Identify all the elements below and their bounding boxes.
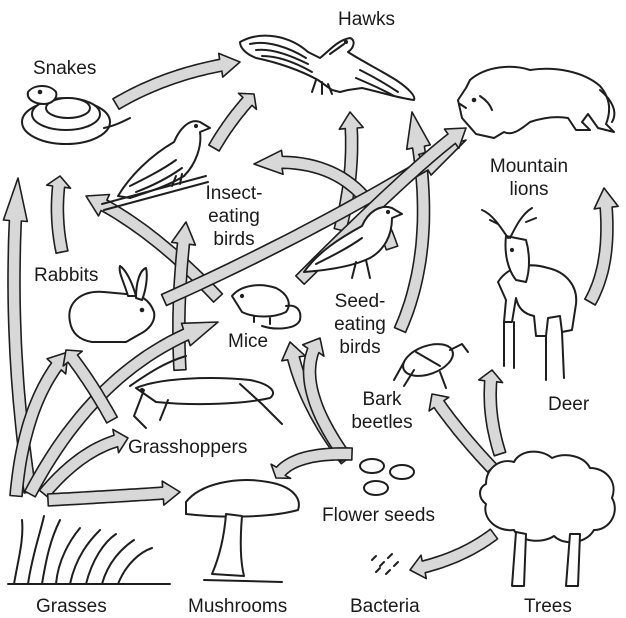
arrow-grasses-to-mushrooms: [48, 481, 180, 506]
label-seed-eating-birds-text: Seed- eating birds: [334, 291, 386, 358]
grasshopper-illustration: [130, 356, 282, 428]
label-mushrooms: Mushrooms: [188, 595, 287, 618]
label-snakes: Snakes: [33, 57, 96, 80]
label-bacteria: Bacteria: [350, 595, 420, 618]
mountain-lion-illustration: [458, 67, 614, 138]
arrow-grasses-to-mice: [25, 322, 218, 497]
label-mountain-lions-text: Mountain lions: [490, 156, 568, 200]
label-bark-beetles-text: Bark beetles: [351, 389, 412, 433]
deer-illustration: [482, 208, 576, 380]
label-deer: Deer: [548, 393, 589, 416]
trees-illustration: [480, 452, 615, 586]
arrow-insectbirds-to-hawks: [209, 93, 257, 151]
label-insect-eating-birds: Insect- eating birds: [194, 182, 274, 251]
label-insect-eating-birds-text: Insect- eating birds: [205, 183, 262, 250]
arrow-trees-to-bacteria: [410, 529, 498, 578]
hawk-illustration: [240, 36, 414, 100]
label-hawks: Hawks: [338, 8, 395, 31]
arrow-deer-to-mountainlions: [585, 188, 618, 305]
arrow-rabbits-to-snakes: [47, 176, 71, 253]
label-trees: Trees: [524, 595, 572, 618]
label-rabbits: Rabbits: [34, 264, 98, 287]
arrow-snakes-to-hawks: [113, 53, 240, 109]
bacteria-illustration: [372, 554, 398, 574]
label-grasses: Grasses: [36, 595, 107, 618]
label-grasshoppers: Grasshoppers: [128, 436, 247, 459]
flower-seeds-illustration: [360, 459, 414, 495]
label-seed-eating-birds: Seed- eating birds: [320, 290, 400, 359]
label-mice: Mice: [228, 330, 268, 353]
arrow-trees-to-deer: [479, 370, 506, 456]
snake-illustration: [22, 86, 130, 144]
label-mountain-lions: Mountain lions: [484, 155, 574, 201]
label-bark-beetles: Bark beetles: [344, 388, 420, 434]
grasses-illustration: [8, 516, 170, 584]
bark-beetle-illustration: [394, 338, 468, 388]
label-flower-seeds: Flower seeds: [322, 504, 435, 527]
mushroom-illustration: [186, 480, 299, 582]
mouse-illustration: [232, 285, 300, 328]
